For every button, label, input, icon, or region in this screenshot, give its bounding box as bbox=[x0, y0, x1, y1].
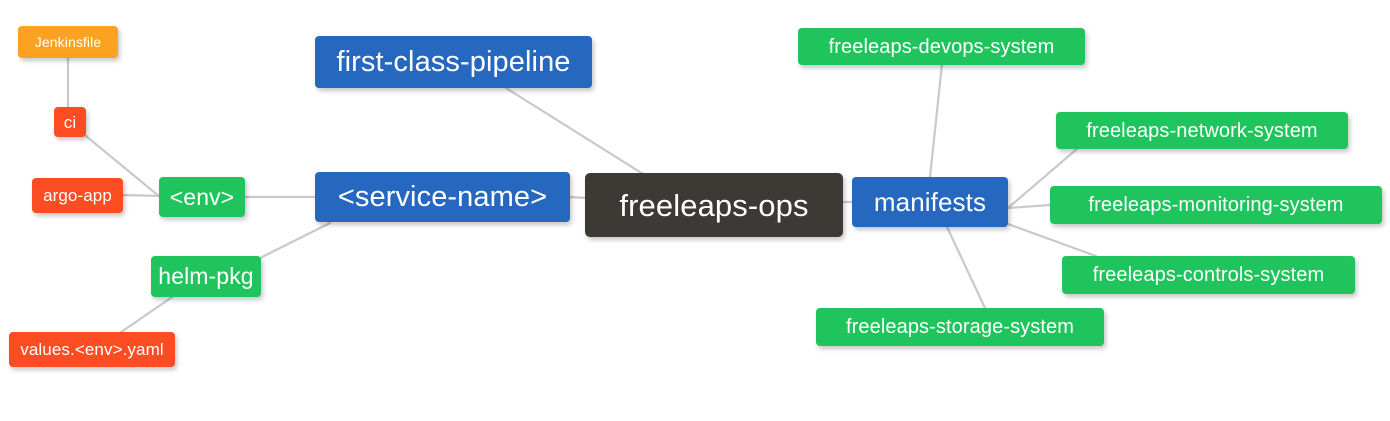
node-argo-app-label: argo-app bbox=[43, 186, 112, 205]
node-helm-pkg-label: helm-pkg bbox=[158, 263, 254, 289]
node-service-name-label: <service-name> bbox=[337, 180, 548, 213]
node-freeleaps-storage-system[interactable]: freeleaps-storage-system bbox=[816, 308, 1104, 346]
node-env[interactable]: <env> bbox=[159, 177, 245, 217]
node-first-class-pipeline-label: first-class-pipeline bbox=[336, 45, 571, 78]
node-ci-label: ci bbox=[63, 112, 77, 132]
node-root-freeleaps-ops[interactable]: freeleaps-ops bbox=[585, 173, 843, 237]
edge-manifests-controls bbox=[1006, 222, 1098, 258]
edge-valuesyaml-helmpkg bbox=[112, 293, 177, 339]
node-manifests-label: manifests bbox=[873, 187, 987, 217]
node-values-yaml[interactable]: values.<env>.yaml bbox=[9, 332, 175, 367]
node-root-label: freeleaps-ops bbox=[619, 187, 809, 223]
node-argo-app[interactable]: argo-app bbox=[32, 178, 123, 213]
edge-firstclasspipeline-root bbox=[504, 86, 645, 176]
node-freeleaps-controls-system[interactable]: freeleaps-controls-system bbox=[1062, 256, 1355, 294]
node-freeleaps-devops-system[interactable]: freeleaps-devops-system bbox=[798, 28, 1085, 65]
node-values-yaml-label: values.<env>.yaml bbox=[20, 340, 164, 359]
edge-manifests-storage bbox=[945, 225, 987, 310]
node-env-label: <env> bbox=[169, 183, 235, 210]
edge-manifests-monitoring bbox=[1006, 203, 1052, 210]
node-manifests[interactable]: manifests bbox=[852, 177, 1008, 227]
edge-manifests-devops bbox=[928, 62, 944, 179]
node-ci[interactable]: ci bbox=[54, 107, 86, 137]
node-freeleaps-controls-system-label: freeleaps-controls-system bbox=[1092, 264, 1325, 286]
edge-servicename-root bbox=[568, 195, 588, 200]
node-freeleaps-storage-system-label: freeleaps-storage-system bbox=[845, 316, 1075, 338]
edge-argoapp-env bbox=[120, 193, 162, 198]
node-freeleaps-network-system[interactable]: freeleaps-network-system bbox=[1056, 112, 1348, 149]
node-helm-pkg[interactable]: helm-pkg bbox=[151, 256, 261, 297]
node-jenkinsfile[interactable]: Jenkinsfile bbox=[18, 26, 118, 58]
node-freeleaps-devops-system-label: freeleaps-devops-system bbox=[828, 35, 1055, 58]
node-jenkinsfile-label: Jenkinsfile bbox=[34, 34, 102, 50]
node-freeleaps-monitoring-system-label: freeleaps-monitoring-system bbox=[1088, 194, 1344, 216]
node-service-name[interactable]: <service-name> bbox=[315, 172, 570, 222]
node-first-class-pipeline[interactable]: first-class-pipeline bbox=[315, 36, 592, 88]
edge-helmpkg-servicename bbox=[250, 221, 332, 264]
node-freeleaps-monitoring-system[interactable]: freeleaps-monitoring-system bbox=[1050, 186, 1382, 224]
node-freeleaps-network-system-label: freeleaps-network-system bbox=[1086, 119, 1318, 142]
